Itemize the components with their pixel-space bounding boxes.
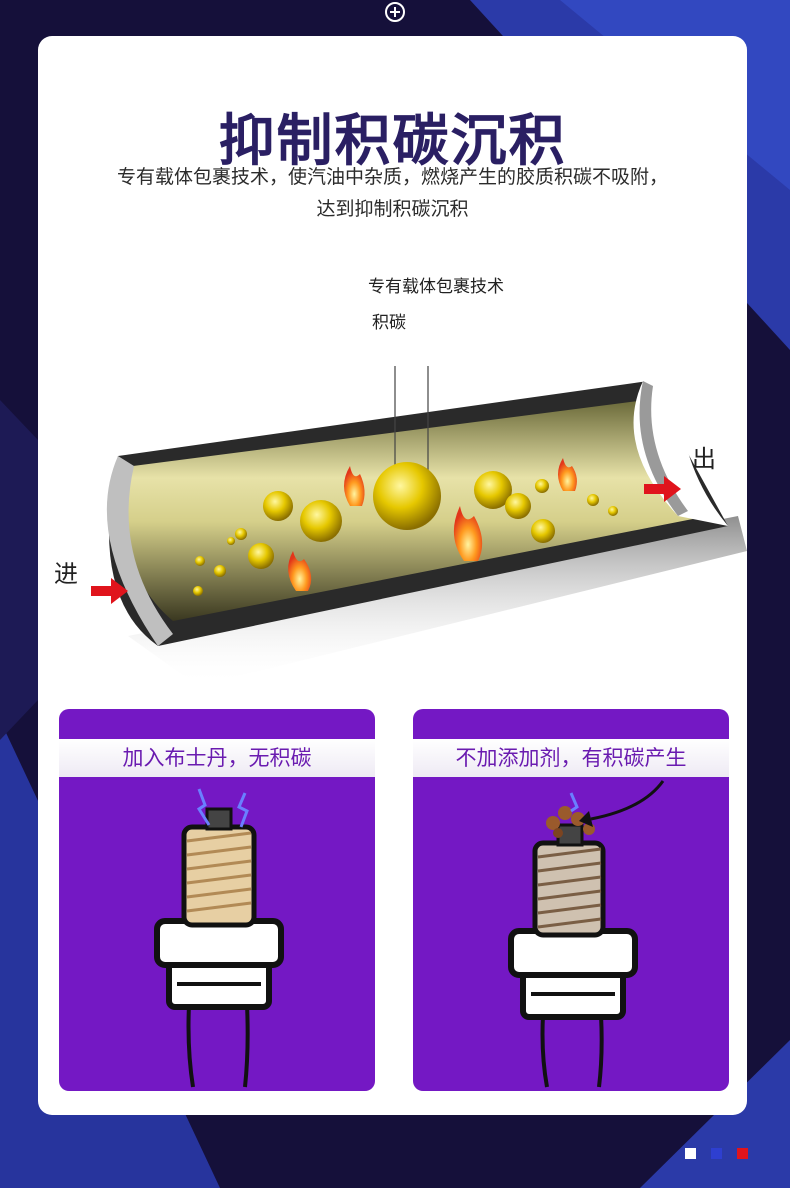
page-subtitle: 专有载体包裹技术，使汽油中杂质，燃烧产生的胶质积碳不吸附， 达到抑制积碳沉积 bbox=[78, 161, 707, 225]
content-card: 抑制积碳沉积 专有载体包裹技术，使汽油中杂质，燃烧产生的胶质积碳不吸附， 达到抑… bbox=[38, 36, 747, 1115]
label-carbon: 积碳 bbox=[372, 313, 406, 333]
flame-icons bbox=[288, 458, 577, 591]
dot-white bbox=[685, 1148, 696, 1159]
subtitle-line-2: 达到抑制积碳沉积 bbox=[316, 198, 469, 220]
panel-title: 不加添加剂，有积碳产生 bbox=[413, 739, 729, 777]
carbon-bubbles bbox=[193, 462, 618, 596]
arrow-right-icon bbox=[644, 476, 681, 502]
panel-without-additive: 不加添加剂，有积碳产生 bbox=[413, 709, 729, 1091]
spark-plug-carbon bbox=[508, 780, 665, 1088]
plus-circle-icon[interactable] bbox=[383, 0, 407, 24]
dot-red bbox=[737, 1148, 748, 1159]
page-title: 抑制积碳沉积 bbox=[218, 109, 567, 174]
panel-title: 加入布士丹，无积碳 bbox=[59, 739, 375, 777]
pipe-diagram bbox=[91, 366, 747, 686]
label-out: 出 bbox=[692, 445, 716, 473]
arrow-right-icon bbox=[91, 578, 128, 604]
label-tech: 专有载体包裹技术 bbox=[368, 277, 504, 297]
dot-blue bbox=[711, 1148, 722, 1159]
label-in: 进 bbox=[54, 560, 78, 588]
subtitle-line-1: 专有载体包裹技术，使汽油中杂质，燃烧产生的胶质积碳不吸附， bbox=[116, 166, 668, 188]
panel-with-additive: 加入布士丹，无积碳 bbox=[59, 709, 375, 1091]
spark-plug-clean bbox=[154, 788, 284, 1088]
